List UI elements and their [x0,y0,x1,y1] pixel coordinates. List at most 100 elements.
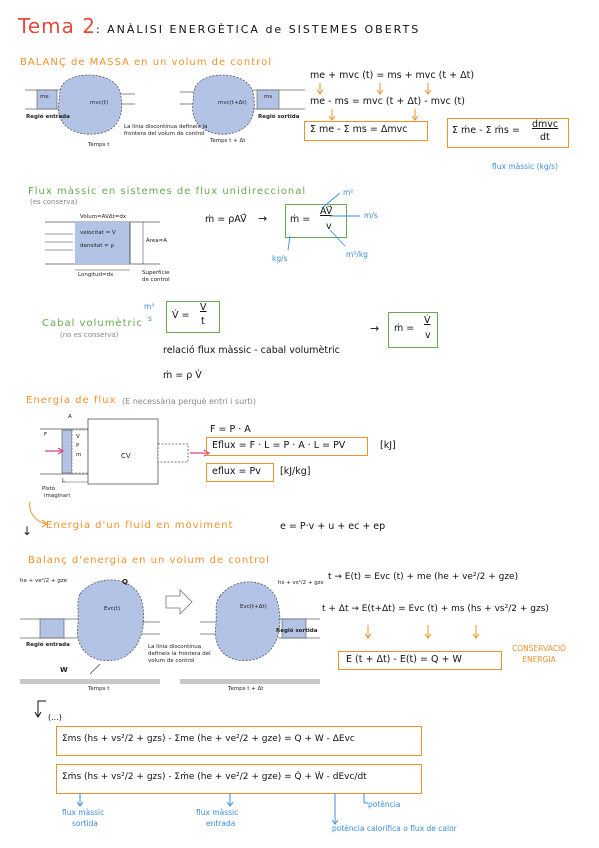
time-t-label: Temps t [88,142,110,148]
evc-t-label: Evc(t) [104,606,121,612]
region-out-label: Regió sortida [258,114,300,120]
label-flux-out-2: sortida [72,819,98,828]
vol-flow-box-lhs: V̇ = [172,310,190,321]
length-label: Longitud=dx [78,272,114,278]
dashed-note-1: La línia discontínua defineix la [124,124,208,130]
conservation-label-1: CONSERVACIÓ [512,644,567,653]
label-power: potència [368,800,401,809]
energy-conservation-box [338,651,502,670]
mass-from-vol-box [388,312,438,348]
piston-label-1: Pistó [42,486,56,492]
mass-flux-note: (es conserva) [30,198,78,206]
mass-eq-2: me - ms = mvc (t + Δt) - mvc (t) [310,96,465,107]
energy-dashed-note-2: defineix la frontera del [148,651,211,657]
energy-balance-heading: Balanç d'energia en un volum de control [28,555,270,566]
title-sub: : ANÀLISI ENERGÈTICA de SISTEMES OBERTS [95,23,421,36]
specific-flow-energy-unit: [kJ/kg] [280,466,311,477]
region-in-label: Regió entrada [26,114,70,120]
unit-kgs: kg/s [272,254,288,263]
f-label: F [44,432,48,438]
piston-label-2: imaginari [44,493,70,499]
page-title: Tema 2: ANÀLISI ENERGÈTICA de SISTEMES O… [18,14,420,38]
curve-arrow [29,501,48,528]
vol-flow-box-den: t [201,316,205,327]
mass-rate-num: dmvc [532,119,559,130]
unit-m3s-num: m³ [144,302,155,311]
relation-text: relació flux màssic - cabal volumètric [163,345,340,356]
q-label: Q [122,578,128,586]
mass-flux-box-lhs: ṁ = [290,214,311,225]
mass-flux-box [285,204,347,238]
m-label: m [76,452,82,458]
vol-flow-arrow: → [370,322,380,335]
specific-flow-energy-box [206,463,274,482]
energy-final-text-2: Σṁs (hs + vs²/2 + gzs) - Σṁe (he + ve²/2… [62,772,367,782]
label-flux-in-2: entrada [206,819,236,828]
mass-balance-heading: BALANÇ de MASSA en un volum de control [20,57,272,68]
flow-energy-note: (E necessària perquè entri i surti) [122,397,256,406]
energy-region-out: Regió sortida [276,628,318,634]
down-arrow-icon: ↓ [22,524,33,538]
h-out-label: hs + vs²/2 + gzs [278,580,324,586]
energy-arrows [364,625,480,639]
energy-balance-diagram [20,579,320,684]
moving-fluid-heading: Energia d'un fluid en moviment [46,520,234,531]
label-flux-in-1: flux màssic [196,808,239,817]
me-label: me [40,94,49,100]
vol-flow-note: (no es conserva) [60,331,119,339]
ellipsis: (...) [48,713,62,722]
conservation-label-2: ENERGIA [522,655,556,664]
mass-flux-eq: ṁ = ρAV⃗ [205,214,247,225]
mass-from-vol-num: V̇ [424,315,431,326]
v-label: V [76,434,80,440]
time-tdt-label: Temps t + Δt [210,138,246,144]
energy-time-t: Temps t [88,686,110,692]
evc-tdt-label: Evc(t+Δt) [240,604,267,610]
energy-final-text-1: Σms (hs + vs²/2 + gzs) - Σme (he + ve²/2… [62,734,355,744]
mass-balance-box-text: Σ me - Σ ms = Δmvc [310,124,408,135]
ms-label: ms [264,94,273,100]
unit-m3kg: m³/kg [346,250,368,259]
energy-conservation-text: E (t + Δt) - E(t) = Q + W [346,654,462,665]
cv-label: CV [121,452,131,460]
unit-arrows [287,192,360,251]
label-arrows [76,793,368,825]
density-label: densitat = ρ [80,243,115,249]
mass-balance-box [304,121,428,141]
unit-m2: m² [343,188,354,197]
energy-final-box-1 [56,726,422,756]
mass-flux-box-num: AV⃗ [320,206,333,217]
dashed-note-2: frontera del volum de control [124,131,205,137]
title-main: Tema 2 [18,14,96,38]
mass-rate-den: dt [540,132,550,143]
flow-energy-box-text: Eflux = F · L = P · A · L = PV [212,440,346,451]
label-flux-out-1: flux màssic [62,808,105,817]
h-in-label: he + ve²/2 + gze [20,578,68,584]
mvc-tdt-label: mvc(t+Δt) [218,100,247,106]
a-label: A [68,414,72,420]
unit-ms: m/s [364,211,378,220]
energy-final-box-2 [56,764,422,794]
moving-fluid-eq: e = P·v + u + ec + ep [280,521,386,532]
energy-time-tdt: Temps t + Δt [228,686,264,692]
energy-dashed-note-3: volum de control [148,658,195,664]
energy-eq-1: t → E(t) = Evc (t) + me (he + ve²/2 + gz… [328,572,519,582]
corner-arrow [34,700,46,718]
flux-note: flux màssic (kg/s) [492,162,558,171]
mass-flux-box-den: v [326,221,332,232]
flow-energy-heading: Energia de flux [26,395,117,406]
mvc-t-label: mvc(t) [90,100,109,106]
vol-flow-heading: Cabal volumètric [42,318,143,329]
mass-eq-arrows-2 [328,109,419,121]
surface-label-2: de control [142,277,170,283]
surface-label-1: Superfície [142,270,170,276]
mass-flux-heading: Flux màssic en sistemes de flux unidirec… [28,186,307,197]
w-label: W [60,666,68,674]
mass-from-vol-lhs: ṁ = [394,323,415,334]
area-label: Àrea=A [146,238,168,244]
energy-eq-2: t + Δt → E(t+Δt) = Evc (t) + ms (hs + vs… [322,604,549,614]
flow-energy-box [206,437,368,456]
unit-m3s-den: s [148,314,152,323]
p-label: P [76,443,80,449]
vol-flow-box [166,301,220,333]
